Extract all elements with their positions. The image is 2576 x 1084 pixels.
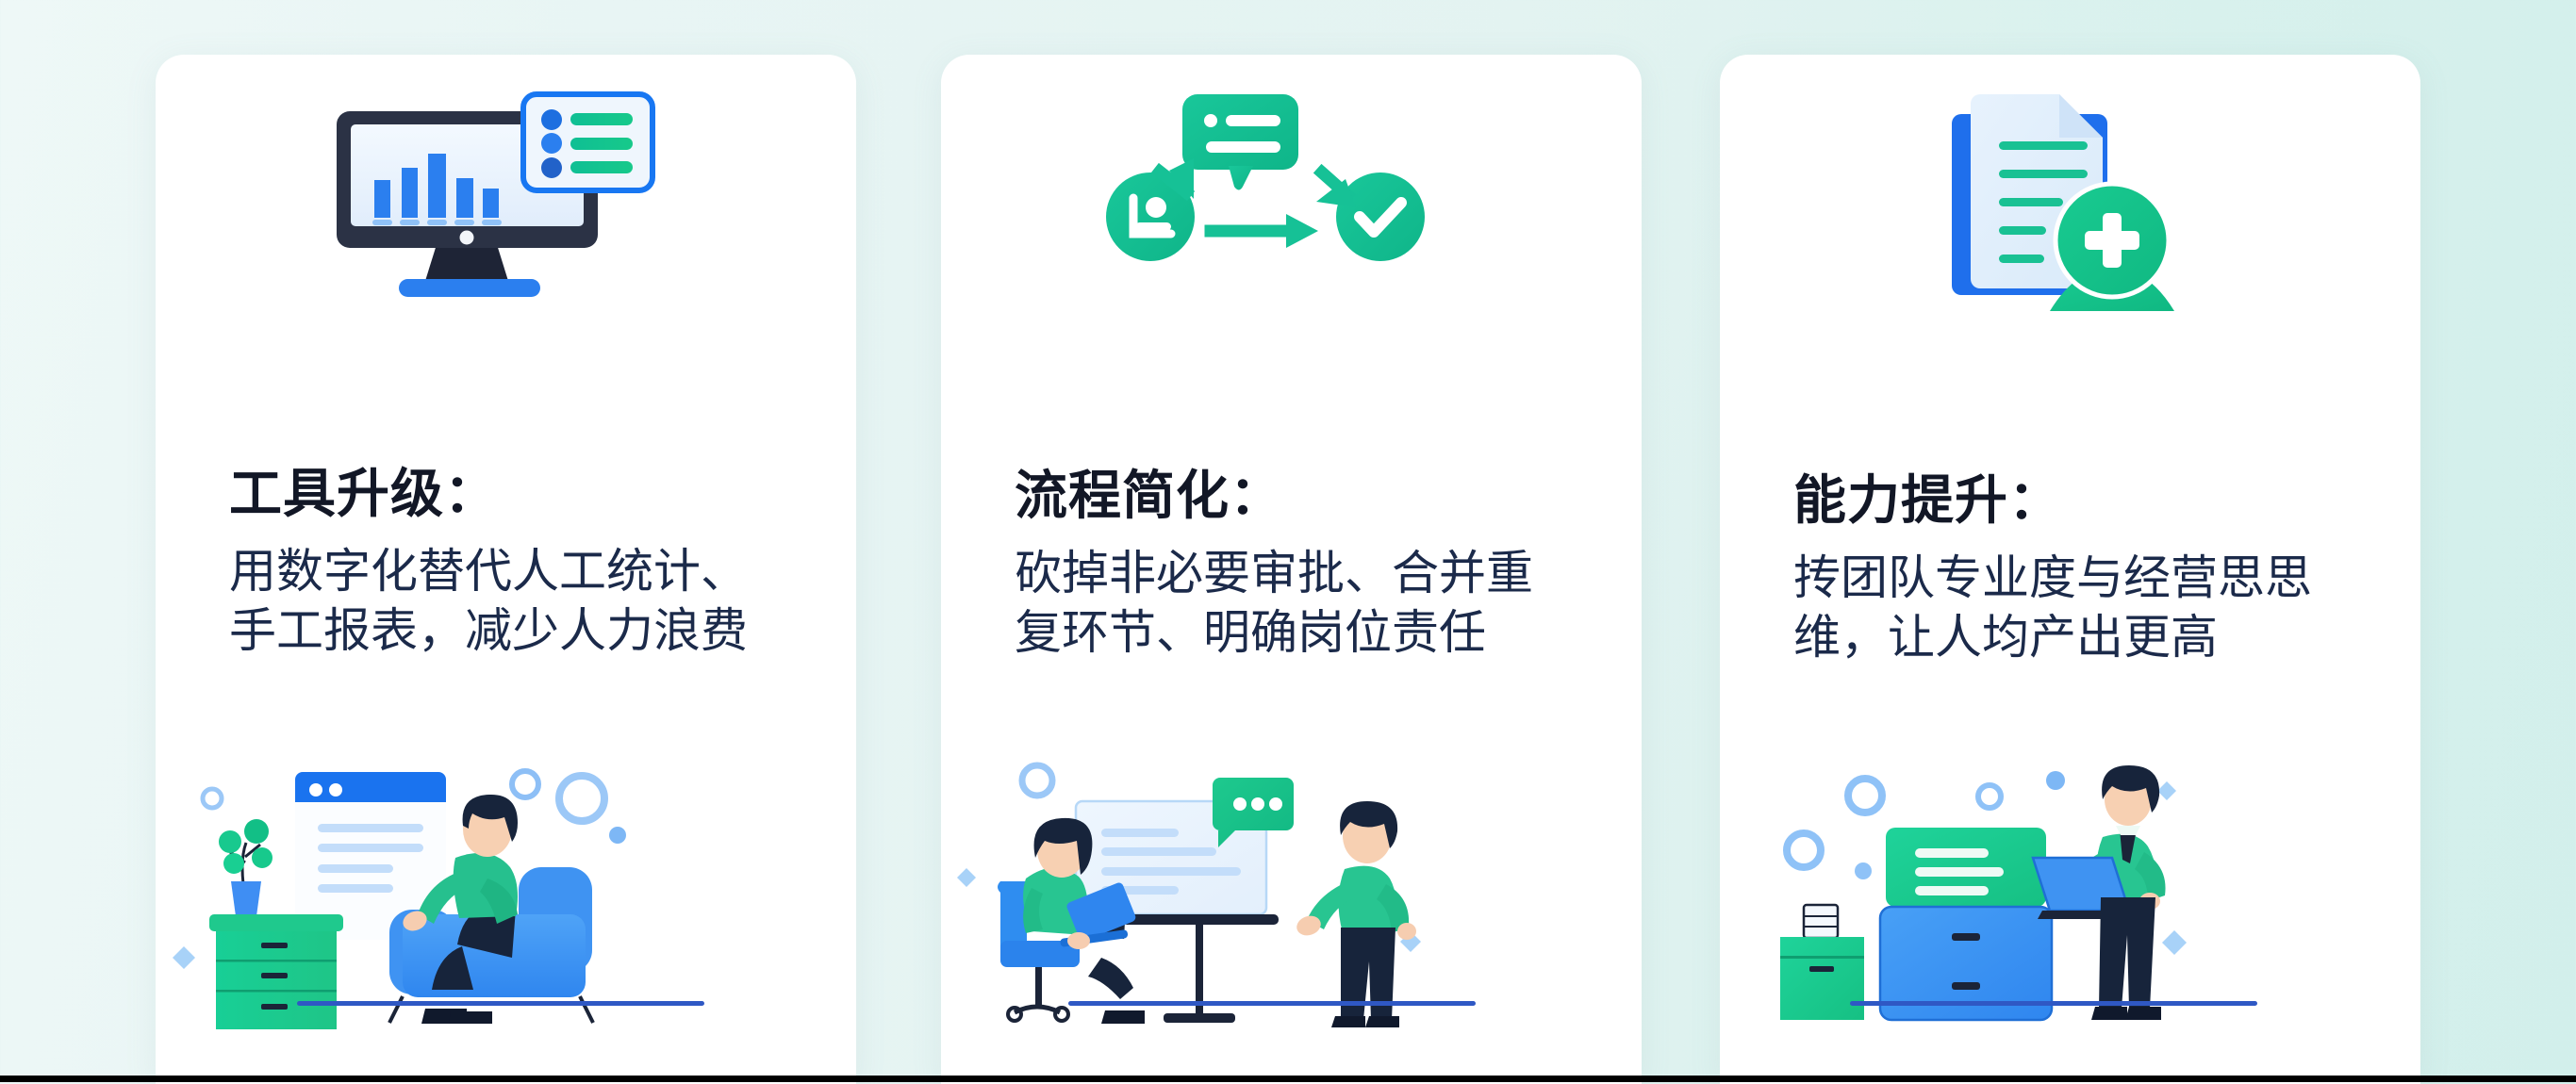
feature-card-tool-upgrade[interactable]: 工具升级： 用数字化替代人工统计、 手工报表，减少人力浪费	[156, 55, 856, 1084]
monitor-bar-chart-checklist-icon	[156, 55, 856, 375]
card-text-block: 流程简化： 砍掉非必要审批、合并重 复环节、明确岗位责任	[1015, 467, 1580, 663]
feature-card-process-simplify[interactable]: 流程简化： 砍掉非必要审批、合并重 复环节、明确岗位责任	[941, 55, 1642, 1084]
card-body-line-1: 用数字化替代人工统计、	[229, 544, 748, 598]
card-heading: 工具升级：	[229, 464, 498, 523]
meeting-whiteboard-discussion-illustration	[941, 747, 1642, 1029]
document-add-person-icon	[1720, 55, 2420, 375]
card-body-line-1: 砍掉非必要审批、合并重	[1015, 546, 1533, 599]
person-on-armchair-with-browser-illustration	[156, 747, 856, 1029]
workflow-arrows-approval-icon	[941, 55, 1642, 375]
card-text-block: 能力提升： 抟团队专业度与经营思思 维，让人均产出更高	[1793, 471, 2359, 667]
feature-card-capability-boost[interactable]: 能力提升： 抟团队专业度与经营思思 维，让人均产出更高	[1720, 55, 2420, 1084]
bottom-strip	[0, 1076, 2576, 1082]
filing-cabinet-with-laptop-person-illustration	[1720, 747, 2420, 1029]
card-heading: 流程简化：	[1015, 466, 1283, 525]
card-body-line-2: 维，让人均产出更高	[1793, 610, 2218, 664]
card-heading: 能力提升：	[1793, 470, 2062, 530]
card-text-block: 工具升级： 用数字化替代人工统计、 手工报表，减少人力浪费	[229, 465, 795, 661]
card-body-line-1: 抟团队专业度与经营思思	[1793, 550, 2312, 604]
card-body-line-2: 复环节、明确岗位责任	[1015, 605, 1486, 659]
card-body-line-2: 手工报表，减少人力浪费	[229, 603, 748, 657]
